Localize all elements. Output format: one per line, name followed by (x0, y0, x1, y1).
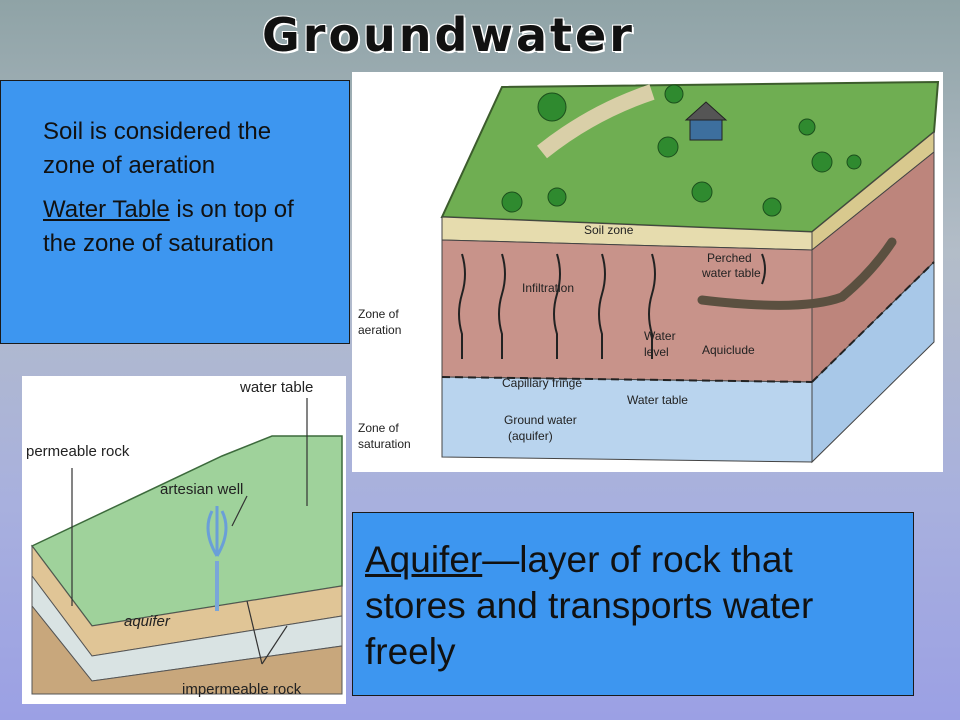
zone-saturation-label-1: Zone of (358, 421, 399, 435)
soil-zone-label: Soil zone (584, 223, 634, 237)
water-table-term: Water Table (43, 196, 170, 223)
water-table-label: water table (239, 379, 313, 396)
zone-of-aeration-text: Soil is considered the zone of aeration (43, 118, 272, 179)
zone-saturation-label-2: saturation (358, 437, 411, 451)
infiltration-label: Infiltration (522, 281, 574, 295)
impermeable-rock-label: impermeable rock (182, 681, 302, 698)
artesian-well-diagram: water table permeable rock artesian well… (22, 376, 346, 704)
artesian-well-label: artesian well (160, 481, 243, 498)
water-table-label: Water table (627, 393, 688, 407)
aquifer-term: Aquifer (365, 539, 483, 580)
water-table-text: Water Table is on top of the zone of sat… (43, 193, 329, 261)
ground-water-label-2: (aquifer) (508, 429, 553, 443)
water-level-label-1: Water (644, 329, 676, 343)
page-title: Groundwater (262, 8, 635, 62)
zone-aeration-label-1: Zone of (358, 307, 399, 321)
water-level-label-2: level (644, 345, 669, 359)
perched-label-1: Perched (707, 251, 752, 265)
aquifer-definition: —layer of rock that stores and transport… (365, 539, 814, 672)
aquiclude-label: Aquiclude (702, 343, 755, 357)
aquifer-definition-box: Aquifer—layer of rock that stores and tr… (352, 512, 914, 696)
permeable-rock-label: permeable rock (26, 443, 130, 460)
aquifer-label: aquifer (124, 613, 171, 630)
perched-label-2: water table (701, 266, 761, 280)
zone-aeration-label-2: aeration (358, 323, 401, 337)
ground-water-label-1: Ground water (504, 413, 577, 427)
groundwater-block-diagram: Soil zone Infiltration Perched water tab… (352, 72, 943, 472)
capillary-fringe-label: Capillary fringe (502, 376, 582, 390)
water-table-description: is on top of the zone of saturation (43, 196, 294, 257)
zone-text-box: Soil is considered the zone of aeration … (0, 80, 350, 344)
